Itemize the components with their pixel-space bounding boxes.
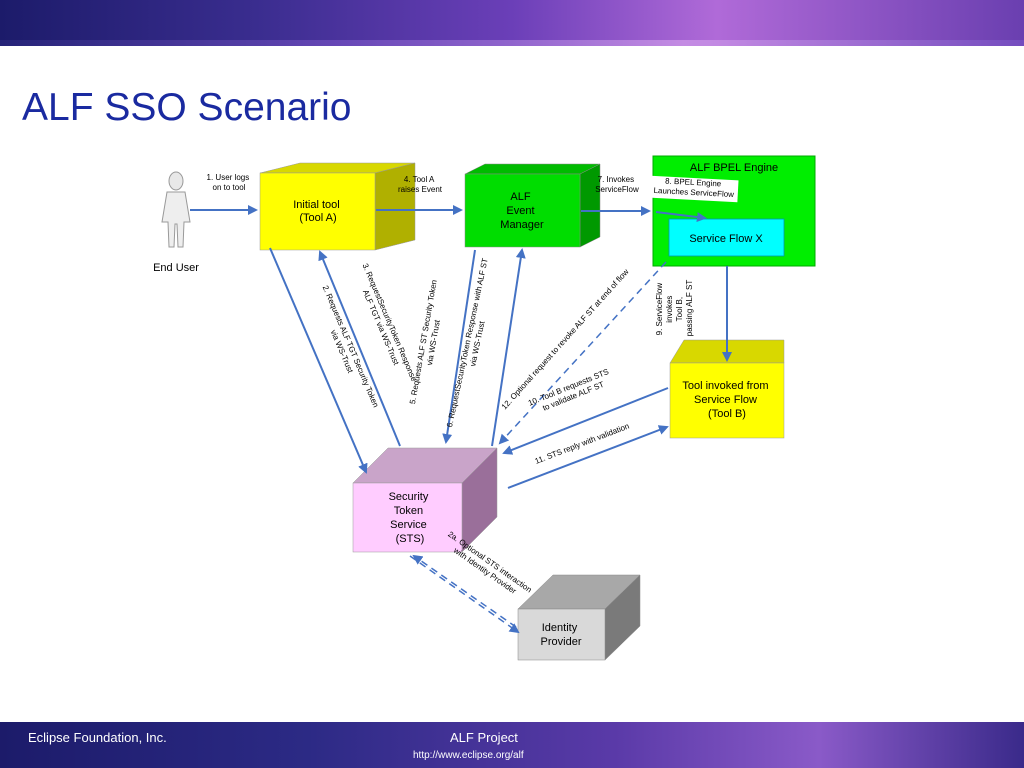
bpel-engine-label: ALF BPEL Engine	[690, 162, 778, 174]
top-banner	[0, 0, 1024, 46]
arrow-2	[269, 247, 368, 474]
footer-url: http://www.eclipse.org/alf	[413, 750, 524, 761]
service-flow-label: Service Flow X	[689, 233, 763, 245]
sts-label: Security Token Service (STS)	[389, 491, 432, 545]
initial-tool-label: Initial tool (Tool A)	[293, 199, 343, 224]
identity-provider-label: Identity Provider	[541, 622, 582, 648]
arrow-6	[491, 248, 526, 447]
slide-title: ALF SSO Scenario	[22, 86, 352, 129]
identity-provider-box: Identity Provider	[517, 574, 641, 661]
tool-b-label: Tool invoked from Service Flow (Tool B)	[682, 380, 771, 420]
step-1-label: 1. User logs on to tool	[207, 173, 252, 192]
event-manager-box: ALF Event Manager	[464, 163, 601, 248]
sts-box: Security Token Service (STS)	[352, 447, 498, 553]
arrow-12	[498, 261, 667, 445]
event-manager-label: ALF Event Manager	[500, 191, 544, 231]
end-user-label: End User	[153, 262, 199, 274]
step-4-label: 4. Tool A raises Event	[398, 175, 443, 194]
arrows	[190, 205, 732, 489]
arrow-3	[318, 250, 401, 447]
footer-project: ALF Project	[450, 730, 518, 745]
end-user-icon	[161, 171, 191, 248]
arrow-11	[507, 425, 669, 489]
footer-company: Eclipse Foundation, Inc.	[28, 730, 167, 745]
arrow-2a-out	[409, 555, 520, 634]
step-5-label: 5. Requests ALF ST Security Token via WS…	[408, 277, 449, 407]
arrow-5	[442, 249, 476, 444]
arrow-10	[502, 387, 669, 455]
service-flow-box: Service Flow X	[668, 218, 785, 257]
step-8-label: 8. BPEL Engine Launches ServiceFlow	[653, 176, 735, 199]
arrow-8	[655, 211, 707, 222]
step-9-label: 9. ServiceFlow invokes Tool B, passing A…	[655, 280, 694, 337]
step-7-label: 7. Invokes ServiceFlow	[595, 175, 639, 194]
step-10-label: 10. Tool B requests STS to validate ALF …	[527, 366, 616, 417]
initial-tool-box: Initial tool (Tool A)	[259, 162, 416, 251]
arrow-2a-back	[412, 554, 517, 628]
tool-b-box: Tool invoked from Service Flow (Tool B)	[669, 339, 785, 439]
step-6-label: 6. RequestSecurityToken Response with AL…	[445, 255, 500, 430]
footer: Eclipse Foundation, Inc. ALF Project htt…	[0, 722, 1024, 768]
step-2a-label: 2a. Optional STS interaction with Identi…	[441, 530, 536, 604]
